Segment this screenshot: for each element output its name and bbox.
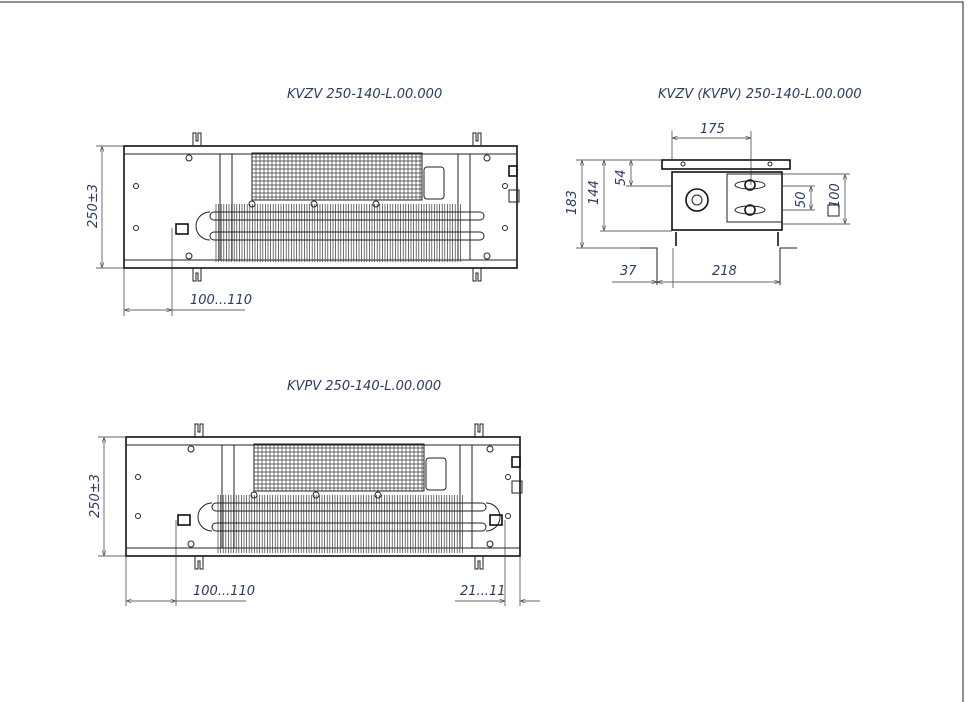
- dimension-offset-left-kvpv: 100...110: [125, 520, 255, 606]
- dimension-offset-kvzv: 100...110: [123, 228, 252, 316]
- tube: [211, 522, 487, 532]
- svg-text:100...110: 100...110: [193, 584, 255, 599]
- fan-grille: [251, 152, 423, 201]
- svg-text:50: 50: [794, 191, 809, 208]
- partition: [459, 444, 473, 549]
- dimension-offset-right-kvpv: 21...11: [455, 520, 540, 606]
- valve-left: [177, 514, 191, 526]
- partition: [457, 153, 471, 261]
- svg-text:21...11: 21...11: [460, 584, 505, 599]
- housing: [123, 145, 518, 269]
- view-title-kvzv: KVZV 250-140-L.00.000: [287, 87, 442, 102]
- partition: [221, 444, 235, 549]
- mounting-bracket: [192, 268, 202, 282]
- svg-text:37: 37: [620, 264, 637, 279]
- tube: [211, 502, 487, 512]
- mounting-bracket: [474, 556, 484, 570]
- valve-actuator: [423, 166, 445, 200]
- valve-actuator: [425, 457, 447, 491]
- svg-text:175: 175: [700, 122, 725, 137]
- svg-text:250±3: 250±3: [86, 184, 101, 228]
- side-view: [640, 159, 840, 285]
- dimension-height-kvpv: 250±3: [88, 436, 126, 557]
- mounting-bracket: [192, 132, 202, 146]
- partition: [219, 153, 233, 261]
- svg-text:100...110: 100...110: [190, 293, 252, 308]
- mounting-bracket: [194, 556, 204, 570]
- svg-text:183: 183: [565, 190, 580, 215]
- svg-text:54: 54: [614, 169, 629, 186]
- tube: [209, 231, 485, 241]
- housing: [125, 436, 521, 557]
- top-view-kvzv: [123, 132, 520, 282]
- svg-text:100: 100: [828, 183, 843, 208]
- view-title-kvpv: KVPV 250-140-L.00.000: [287, 379, 441, 394]
- mounting-bracket: [472, 132, 482, 146]
- svg-text:218: 218: [712, 264, 737, 279]
- valve-left: [175, 223, 189, 235]
- svg-text:250±3: 250±3: [88, 474, 103, 518]
- mounting-bracket: [194, 423, 204, 437]
- side-dimensions: 175 183 144 54 50 100 37 218: [565, 122, 850, 288]
- tube: [209, 211, 485, 221]
- top-view-kvpv: [125, 423, 523, 570]
- valve-right: [489, 514, 503, 526]
- mounting-bracket: [472, 268, 482, 282]
- dimension-height-kvzv: 250±3: [86, 145, 124, 269]
- mounting-bracket: [474, 423, 484, 437]
- fan-grille: [253, 443, 425, 492]
- view-title-side: KVZV (KVPV) 250-140-L.00.000: [658, 87, 862, 102]
- svg-text:144: 144: [587, 180, 602, 205]
